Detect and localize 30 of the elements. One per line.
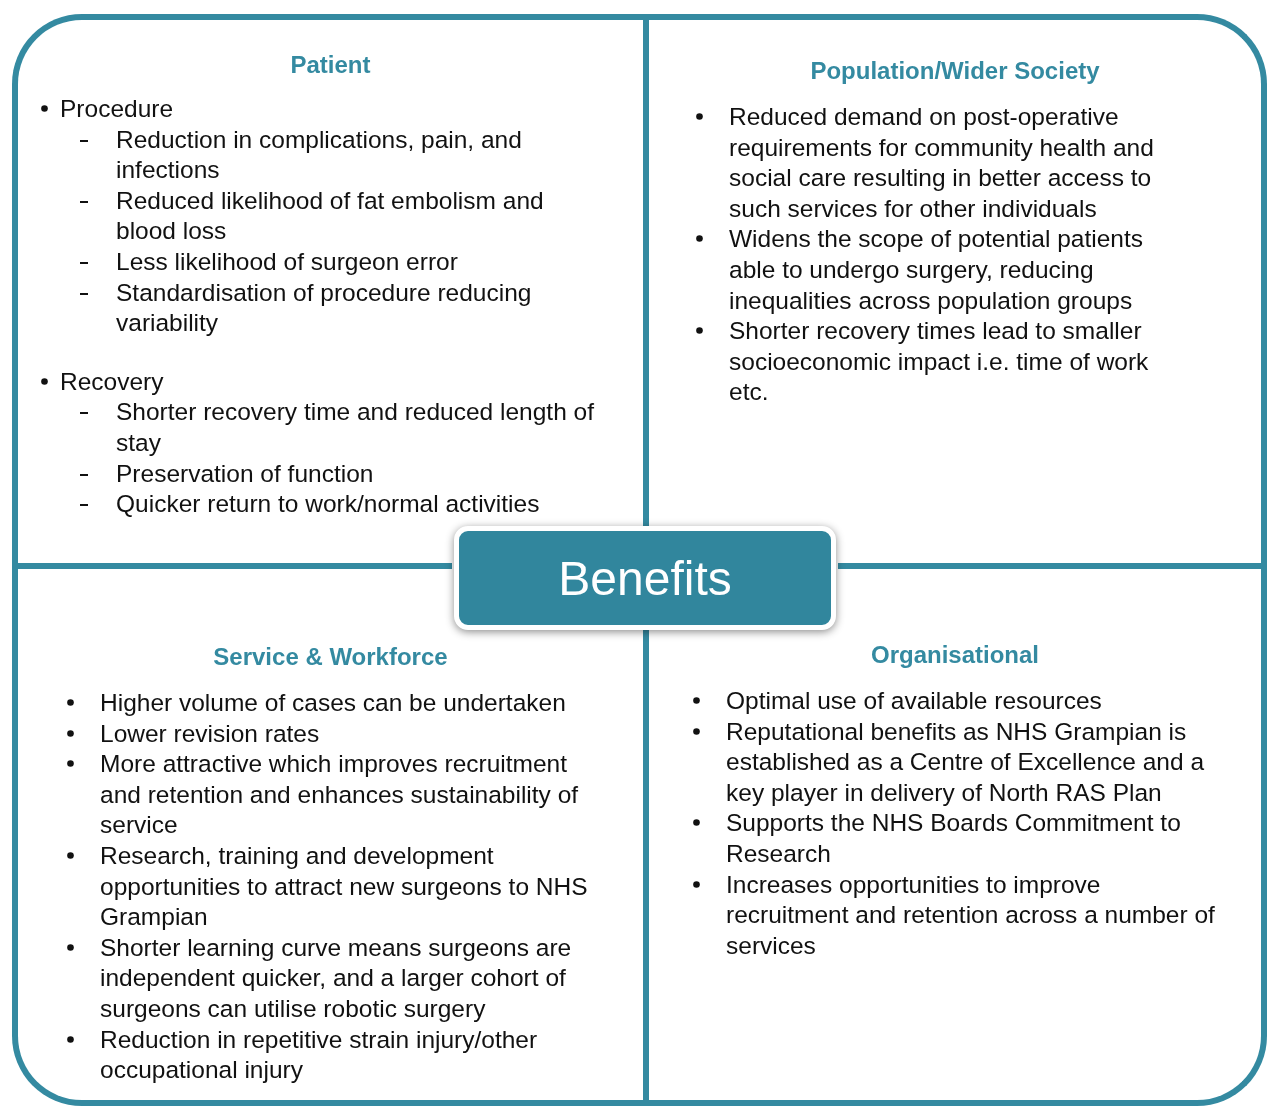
list-item: Shorter learning curve means surgeons are independent quicker, and a larger cohort of surgeons can utilise robotic surgery [100,933,572,1022]
list-item: Shorter recovery time and reduced length of stay [116,398,594,456]
quadrant-panel [646,14,1267,526]
list-item: Reduced demand on post-operative requirements for community health and social care resulting in better access to such services for other individuals [729,103,1154,222]
list-item: Reduced likelihood of fat embolism and blood loss [116,186,544,245]
list-item: Increases opportunities to improve recruitment and retention across a number of services [726,870,1215,959]
list-item: Lower revision rates [100,719,320,747]
quadrant-panel [12,630,646,1106]
list-heading: Procedure [60,95,174,122]
quadrant-heading: Population/Wider Society [809,56,1101,86]
list-item: Shorter recovery times lead to smaller socioeconomic impact i.e. time of work etc. [729,317,1149,406]
list-item: Preservation of function [116,459,374,487]
quadrant-panel [646,630,1267,1106]
quadrant-heading: Organisational [869,640,1040,670]
list-item: Higher volume of cases can be undertaken [100,689,566,716]
list-item: Reduction in repetitive strain injury/other occupational injury [100,1025,538,1084]
list-item: Optimal use of available resources [726,687,1102,714]
list-item: More attractive which improves recruitment and retention and enhances sustainability of service [100,750,579,839]
list-item: Quicker return to work/normal activities [116,490,540,518]
quadrant-heading: Patient [289,50,372,80]
list-item: Reputational benefits as NHS Grampian is established as a Centre of Excellence and a key player in delivery of North RAS Plan [726,717,1205,806]
list-item: Standardisation of procedure reducing variability [116,278,532,337]
quadrant-panel [12,14,646,526]
list-item: Reduction in complications, pain, and infections [116,125,522,184]
quadrant-heading: Service & Workforce [212,642,449,672]
list-item: Supports the NHS Boards Commitment to Research [726,809,1181,867]
list-item: Research, training and development opportunities to attract new surgeons to NHS Grampian [100,841,588,931]
list-item: Widens the scope of potential patients able to undergo surgery, reducing inequalities across population groups [729,225,1144,314]
list-heading: Recovery [60,367,164,395]
list-item: Less likelihood of surgeon error [116,247,458,275]
